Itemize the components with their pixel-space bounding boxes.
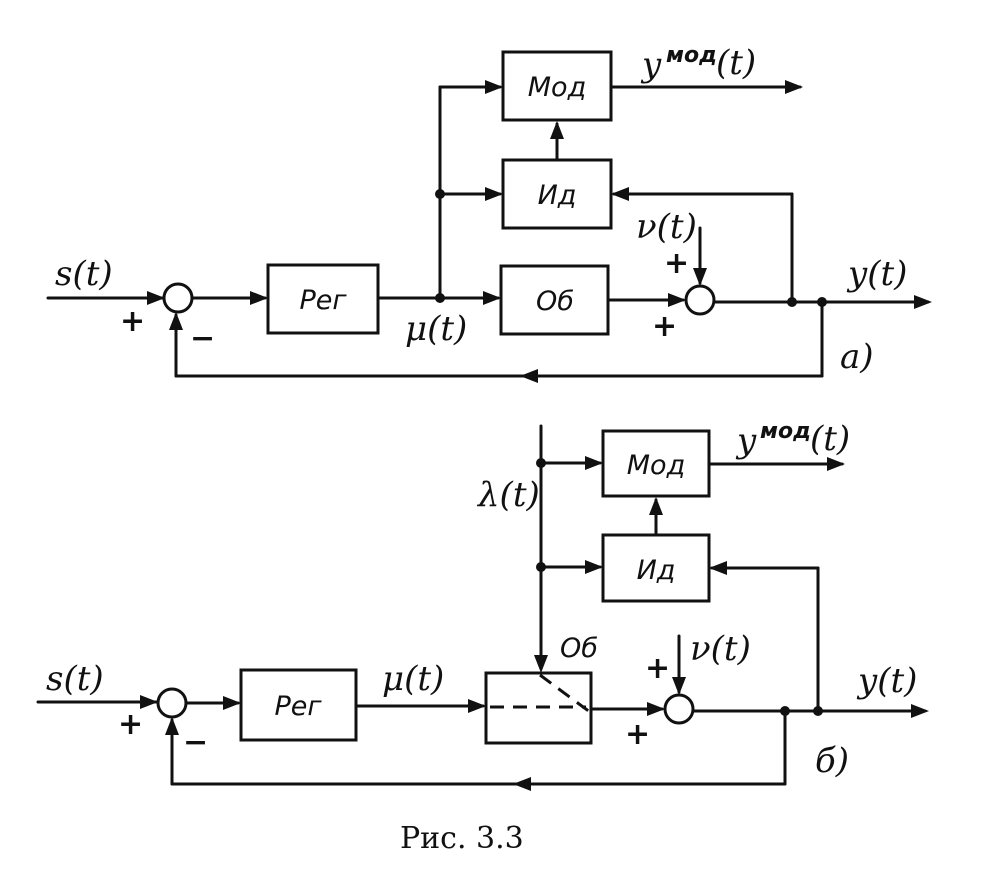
arrow-head — [785, 80, 803, 94]
noise-label-a: ν(t) — [636, 207, 697, 247]
arrow-head — [585, 456, 603, 470]
object-label-b: Об — [560, 633, 598, 664]
input-label-a: s(t) — [55, 254, 113, 294]
sign-minus: − — [183, 725, 208, 760]
identifier-block-b — [601, 533, 711, 603]
summing-junction-1-b — [156, 687, 188, 719]
object-dashed-curve — [539, 673, 591, 714]
arrow-head — [827, 457, 845, 471]
arrow-head — [165, 717, 179, 735]
arrow-head — [914, 295, 932, 309]
control-label-a: μ(t) — [405, 309, 467, 349]
model-output-arg-a: (t) — [716, 43, 756, 83]
model-label-b: Мод — [627, 450, 685, 481]
object-label-a: Об — [536, 286, 574, 317]
regulator-label-a: Рег — [299, 285, 347, 316]
diagram-tag-a: а) — [840, 337, 874, 377]
summing-junction-2-b — [663, 693, 695, 725]
arrow-head — [483, 291, 501, 305]
arrow-head — [911, 704, 929, 718]
model-output-base-a: y — [640, 45, 662, 85]
summing-junction-1-a — [162, 282, 194, 314]
arrow-head — [668, 293, 686, 307]
arrow-head — [550, 121, 564, 139]
noise-label-b: ν(t) — [690, 629, 751, 669]
sign-plus: + — [118, 707, 143, 742]
arrow-head — [513, 777, 531, 791]
model-output-sup-a: мод — [666, 43, 717, 68]
arrow-head — [693, 268, 707, 286]
regulator-block-b — [239, 668, 358, 742]
arrow-head — [250, 291, 268, 305]
sign-plus: + — [645, 651, 670, 686]
sign-plus: + — [120, 304, 145, 339]
arrow-head — [585, 560, 603, 574]
identifier-label-a: Ид — [538, 180, 577, 211]
diagram-b: Рег Мод Ид — [36, 419, 929, 791]
arrow-head — [147, 291, 165, 305]
arrow-head — [485, 187, 503, 201]
model-label-a: Мод — [528, 72, 586, 103]
output-label-a: y(t) — [846, 254, 907, 294]
arrow-head — [647, 702, 665, 716]
input-label-b: s(t) — [46, 659, 104, 699]
control-label-b: μ(t) — [382, 659, 444, 699]
arrow-head — [485, 80, 503, 94]
arrow-head — [672, 677, 686, 695]
sign-minus: − — [190, 321, 215, 356]
arrow-head — [534, 655, 548, 673]
regulator-label-b: Рег — [274, 691, 322, 722]
output-label-b: y(t) — [856, 661, 917, 701]
model-output-base-b: y — [735, 421, 757, 461]
arrow-head — [169, 312, 183, 330]
arrow-head — [468, 699, 486, 713]
arrow-head — [611, 187, 629, 201]
arrow-head — [223, 696, 241, 710]
diagram-a: Рег Об Мод Ид — [46, 43, 932, 383]
sign-plus: + — [664, 246, 689, 281]
arrow-head — [709, 561, 727, 575]
arrow-head — [520, 369, 538, 383]
identifier-label-b: Ид — [637, 555, 676, 586]
arrow-head — [140, 695, 158, 709]
model-output-sup-b: мод — [760, 419, 811, 444]
summing-junction-2-a — [684, 284, 716, 316]
sign-plus: + — [625, 717, 650, 752]
diagram-tag-b: б) — [815, 741, 849, 781]
arrow-head — [649, 497, 663, 515]
sign-plus: + — [652, 309, 677, 344]
figure-caption: Рис. 3.3 — [400, 821, 524, 856]
parameter-label-b: λ(t) — [476, 475, 540, 515]
model-output-arg-b: (t) — [810, 419, 850, 459]
